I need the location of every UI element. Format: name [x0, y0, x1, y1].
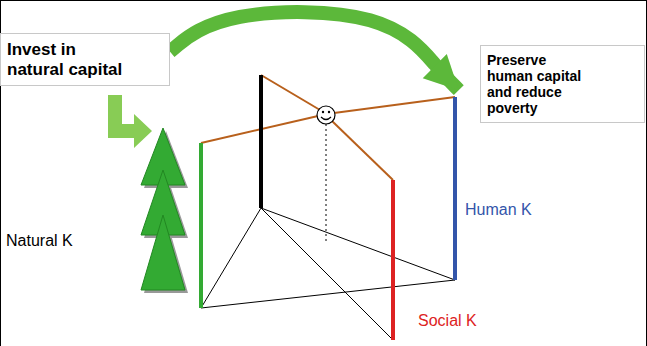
human-pole	[453, 97, 457, 280]
spokes	[201, 75, 455, 180]
invest-arrow	[108, 95, 152, 148]
box-text: Invest in natural capital	[7, 40, 125, 79]
axis-label: Social K	[418, 312, 477, 330]
center-dotted-line	[326, 124, 327, 243]
text-box: Invest in natural capital	[0, 33, 170, 86]
curved-arrow	[170, 12, 459, 90]
natural-pole	[199, 143, 203, 308]
black-pole	[259, 75, 263, 208]
axis-label: Human K	[465, 201, 532, 219]
box-text: Preserve human capital and reduce povert…	[487, 52, 589, 116]
smiley	[317, 106, 335, 124]
base-lines	[201, 208, 455, 340]
text-box: Preserve human capital and reduce povert…	[480, 45, 645, 123]
social-pole	[391, 180, 395, 340]
tree-icon	[141, 128, 188, 293]
axis-label: Natural K	[6, 232, 73, 250]
